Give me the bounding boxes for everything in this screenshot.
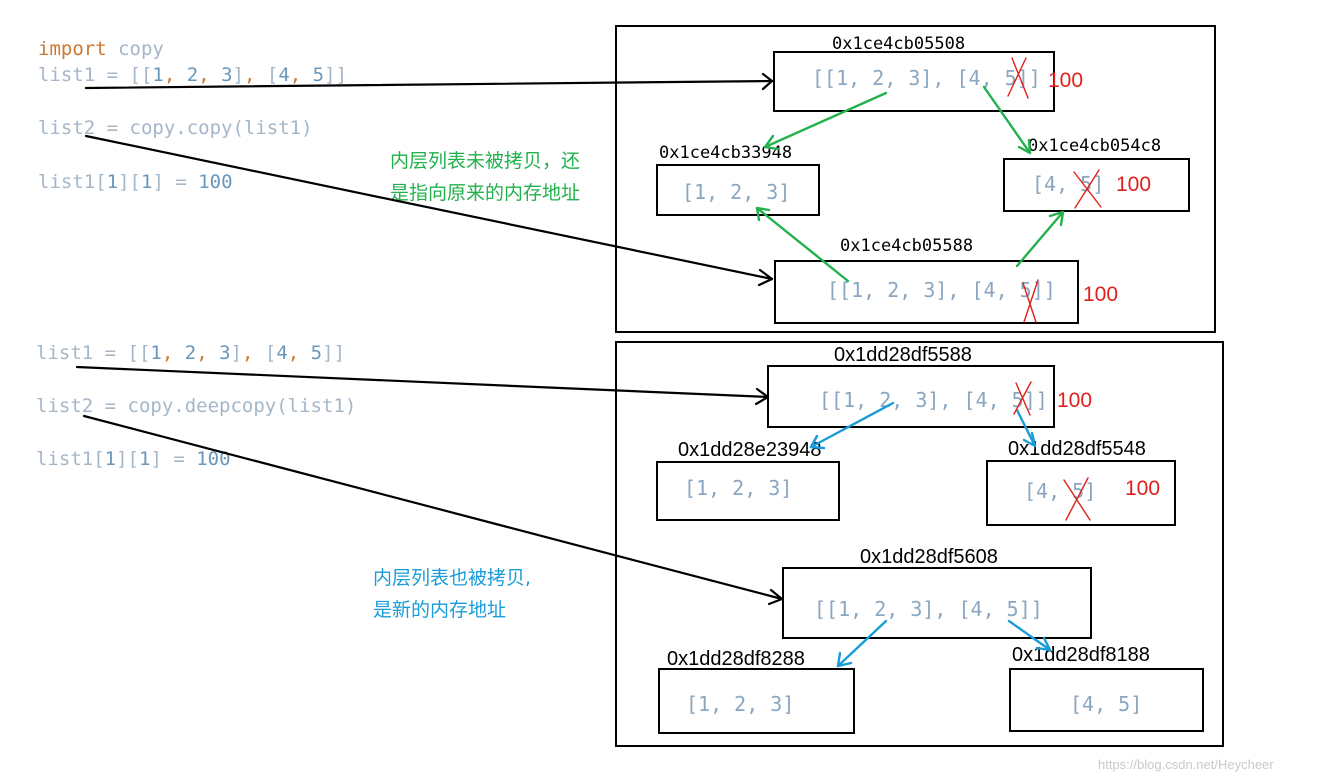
deep-list1-address: 0x1dd28df5588	[834, 344, 972, 366]
shallow-inner-b-box	[1003, 158, 1190, 212]
shallow-list2-value: [[1, 2, 3], [4, 5]]	[827, 278, 1056, 302]
code-text: list1[	[36, 448, 105, 470]
deep-copy-b-value: [4, 5]	[1070, 692, 1143, 716]
code-number: 3	[221, 64, 233, 86]
arrow-list2-deep	[82, 414, 784, 601]
green-arrow-list2-to-inner-a	[755, 206, 850, 283]
code-text: ][	[118, 171, 141, 193]
shallow-inner-b-address: 0x1ce4cb054c8	[1028, 136, 1162, 156]
shallow-inner-a-value: [1, 2, 3]	[682, 180, 791, 204]
shallow-list1-address: 0x1ce4cb05508	[832, 34, 966, 54]
shallow-inner-a-box	[656, 164, 820, 216]
deep-copy-a-box	[658, 668, 855, 734]
code-number: 100	[196, 448, 231, 470]
code-text: ] =	[152, 171, 199, 193]
code-number: 2	[184, 342, 197, 364]
cross-out-mark	[1022, 279, 1039, 323]
code-deepcopy-line: list2 = copy.deepcopy(list1)	[36, 395, 357, 417]
blue-arrow-list1-to-inner-b	[1015, 408, 1037, 448]
code-number: 1	[138, 448, 151, 470]
code-assign-line-deep: list1[1][1] = 100	[36, 448, 231, 470]
shallow-note: 内层列表未被拷贝，还 是指向原来的内存地址	[390, 145, 580, 209]
deep-list1-value: [[1, 2, 3], [4, 5]]	[819, 388, 1048, 412]
import-module: copy	[106, 38, 164, 60]
code-text: ][	[116, 448, 139, 470]
shallow-note-line2: 是指向原来的内存地址	[390, 182, 581, 204]
deep-copy-b-box	[1009, 668, 1204, 732]
code-number: 1	[152, 64, 164, 86]
code-number: 5	[310, 342, 323, 364]
deep-inner-b-address: 0x1dd28df5548	[1008, 438, 1146, 460]
code-list1-line-deep: list1 = [[1, 2, 3], [4, 5]]	[36, 342, 346, 364]
code-number: 4	[276, 342, 288, 364]
code-number: 100	[198, 171, 233, 193]
deep-list2-address: 0x1dd28df5608	[860, 546, 998, 568]
deep-list2-value: [[1, 2, 3], [4, 5]]	[814, 597, 1043, 621]
code-import-line: import copy	[38, 38, 164, 60]
code-text: list1 = [[	[36, 342, 151, 364]
code-list2-line: list2 = copy.copy(list1)	[38, 117, 313, 139]
deep-copy-a-value: [1, 2, 3]	[686, 692, 795, 716]
deep-note-line1: 内层列表也被拷贝,	[373, 567, 532, 589]
blue-arrow-list1-to-inner-a	[809, 401, 895, 449]
cross-out-mark	[1013, 381, 1032, 416]
code-number: 4	[278, 64, 290, 86]
shallow-inner-b-changed: 100	[1116, 173, 1152, 196]
code-number: 3	[219, 342, 231, 364]
shallow-note-line1: 内层列表未被拷贝，还	[390, 150, 581, 172]
cross-out-mark	[1063, 477, 1091, 521]
shallow-list1-changed: 100	[1048, 69, 1084, 92]
deep-inner-b-box	[986, 460, 1176, 526]
code-text: ] =	[150, 448, 197, 470]
arrow-list2-shallow	[84, 134, 774, 281]
shallow-inner-b-value: [4, 5]	[1032, 172, 1105, 196]
deep-list2-box	[782, 567, 1092, 639]
code-number: 1	[106, 171, 119, 193]
watermark: https://blog.csdn.net/Heycheer	[1098, 757, 1274, 772]
green-arrow-list1-to-inner-b	[982, 85, 1032, 155]
code-number: 5	[312, 64, 325, 86]
cross-out-mark	[1073, 169, 1102, 209]
code-text: list1 = [[	[38, 64, 153, 86]
code-assign-line: list1[1][1] = 100	[38, 171, 233, 193]
shallow-list2-changed: 100	[1083, 283, 1119, 306]
code-number: 1	[140, 171, 153, 193]
deep-inner-a-box	[656, 461, 840, 521]
shallow-inner-a-address: 0x1ce4cb33948	[659, 143, 793, 163]
arrow-list1-deep	[75, 365, 770, 399]
shallow-list1-box	[773, 51, 1055, 112]
shallow-list2-box	[774, 260, 1079, 324]
green-arrow-list2-to-inner-b	[1015, 210, 1065, 268]
code-number: 2	[186, 64, 199, 86]
deep-copy-a-address: 0x1dd28df8288	[667, 648, 805, 670]
deep-note-line2: 是新的内存地址	[373, 599, 507, 621]
blue-arrow-list2-to-copy-b	[1007, 619, 1052, 652]
green-arrow-list1-to-inner-a	[763, 91, 888, 149]
code-text: list1[	[38, 171, 107, 193]
shallow-list1-value: [[1, 2, 3], [4, 5]]	[812, 66, 1041, 90]
code-number: 1	[104, 448, 117, 470]
code-number: 1	[150, 342, 162, 364]
cross-out-mark	[1007, 57, 1029, 99]
deep-inner-a-address: 0x1dd28e23948	[678, 439, 822, 461]
shallow-memory-frame	[615, 25, 1216, 333]
deep-memory-frame	[615, 341, 1224, 747]
code-list1-line: list1 = [[1, 2, 3], [4, 5]]	[38, 64, 348, 86]
blue-arrow-list2-to-copy-a	[836, 619, 888, 668]
deep-inner-b-changed: 100	[1125, 477, 1161, 500]
deep-note: 内层列表也被拷贝, 是新的内存地址	[373, 562, 531, 626]
deep-list1-changed: 100	[1057, 389, 1093, 412]
arrow-list1-shallow	[84, 79, 774, 90]
deep-inner-a-value: [1, 2, 3]	[684, 476, 793, 500]
import-keyword: import	[38, 38, 107, 60]
shallow-list2-address: 0x1ce4cb05588	[840, 236, 974, 256]
